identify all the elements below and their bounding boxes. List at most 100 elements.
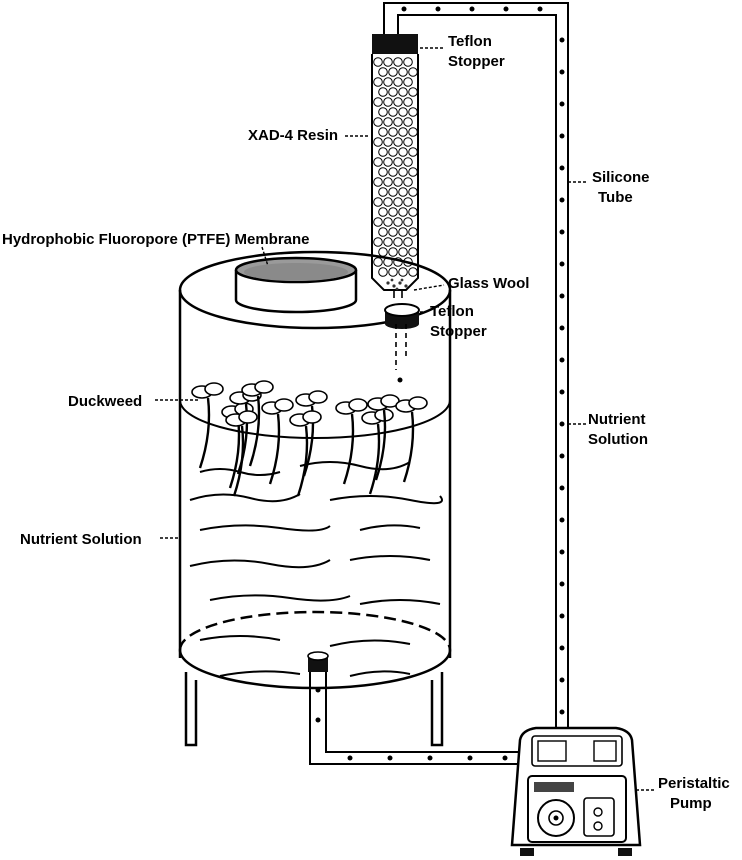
resin-bead — [383, 117, 393, 127]
label-peristaltic-pump: Peristaltic Pump — [658, 775, 734, 812]
resin-bead — [393, 97, 403, 107]
duckweed-plant — [261, 398, 294, 485]
resin-bead — [403, 177, 413, 187]
resin-bead — [383, 97, 393, 107]
duckweed-plant — [361, 408, 394, 495]
resin-bead — [383, 77, 393, 87]
labels: Teflon Stopper XAD-4 Resin Silicone Tube… — [2, 33, 734, 812]
duckweed-plant — [395, 396, 428, 483]
label-teflon-stopper-bottom: Teflon Stopper — [430, 303, 487, 340]
duckweed-plant — [295, 390, 328, 477]
resin-bead — [373, 117, 383, 127]
resin-bead — [408, 247, 418, 257]
resin-bead — [388, 67, 398, 77]
resin-bead — [393, 197, 403, 207]
resin-bead — [383, 197, 393, 207]
label-teflon-stopper-top: Teflon Stopper — [448, 33, 505, 70]
resin-bead — [373, 177, 383, 187]
resin-bead — [398, 247, 408, 257]
duckweed-plant — [225, 410, 258, 497]
teflon-stopper-bottom-shape — [384, 303, 420, 383]
resin-bead — [403, 117, 413, 127]
duckweed-plant — [191, 382, 224, 469]
resin-bead — [408, 187, 418, 197]
resin-bead — [373, 217, 383, 227]
resin-column — [371, 34, 419, 298]
resin-bead — [408, 67, 418, 77]
resin-bead — [388, 147, 398, 157]
resin-bead — [398, 227, 408, 237]
resin-bead — [408, 167, 418, 177]
resin-bead — [373, 197, 383, 207]
resin-bead — [403, 197, 413, 207]
resin-bead — [378, 247, 388, 257]
resin-bead — [403, 217, 413, 227]
resin-bead — [378, 107, 388, 117]
resin-bead — [393, 237, 403, 247]
label-xad-resin: XAD-4 Resin — [248, 127, 338, 144]
label-silicone-tube: Silicone Tube — [592, 169, 654, 206]
resin-bead — [388, 107, 398, 117]
resin-bead — [378, 87, 388, 97]
nutrient-solution-waves — [189, 461, 443, 677]
resin-bead — [398, 167, 408, 177]
silicone-tube — [309, 2, 569, 765]
resin-bead — [378, 147, 388, 157]
resin-bead — [398, 187, 408, 197]
resin-bead — [403, 137, 413, 147]
leader-lines — [155, 47, 654, 791]
resin-bead — [388, 247, 398, 257]
resin-bead — [398, 207, 408, 217]
xad-resin-beads — [373, 57, 418, 277]
resin-bead — [383, 157, 393, 167]
duckweed-plant — [221, 402, 254, 489]
resin-bead — [408, 87, 418, 97]
resin-bead — [373, 257, 383, 267]
resin-bead — [388, 167, 398, 177]
resin-bead — [373, 137, 383, 147]
resin-bead — [373, 157, 383, 167]
resin-bead — [383, 217, 393, 227]
resin-bead — [398, 107, 408, 117]
resin-bead — [388, 227, 398, 237]
resin-bead — [383, 177, 393, 187]
resin-bead — [373, 77, 383, 87]
duckweed-plant — [289, 410, 322, 497]
resin-bead — [388, 207, 398, 217]
resin-bead — [378, 187, 388, 197]
resin-bead — [398, 67, 408, 77]
resin-bead — [388, 187, 398, 197]
label-duckweed: Duckweed — [68, 393, 142, 410]
resin-bead — [378, 67, 388, 77]
resin-bead — [393, 177, 403, 187]
resin-bead — [403, 97, 413, 107]
resin-bead — [383, 57, 393, 67]
resin-bead — [373, 57, 383, 67]
duckweed-plant — [241, 380, 274, 467]
resin-bead — [403, 237, 413, 247]
resin-bead — [398, 127, 408, 137]
resin-bead — [403, 77, 413, 87]
resin-bead — [408, 127, 418, 137]
duckweed-plants — [191, 380, 428, 497]
resin-bead — [373, 237, 383, 247]
label-nutrient-solution-left: Nutrient Solution — [20, 531, 142, 548]
resin-bead — [398, 147, 408, 157]
peristaltic-pump-icon — [510, 726, 642, 856]
resin-bead — [393, 57, 403, 67]
tank-outlet-stopper — [307, 651, 329, 672]
resin-bead — [378, 167, 388, 177]
resin-bead — [408, 267, 418, 277]
resin-bead — [378, 127, 388, 137]
resin-bead — [388, 267, 398, 277]
resin-bead — [378, 267, 388, 277]
resin-bead — [378, 207, 388, 217]
resin-bead — [393, 77, 403, 87]
resin-bead — [383, 237, 393, 247]
resin-bead — [388, 127, 398, 137]
membrane-port — [234, 256, 358, 314]
resin-bead — [388, 87, 398, 97]
resin-bead — [403, 157, 413, 167]
resin-bead — [378, 227, 388, 237]
